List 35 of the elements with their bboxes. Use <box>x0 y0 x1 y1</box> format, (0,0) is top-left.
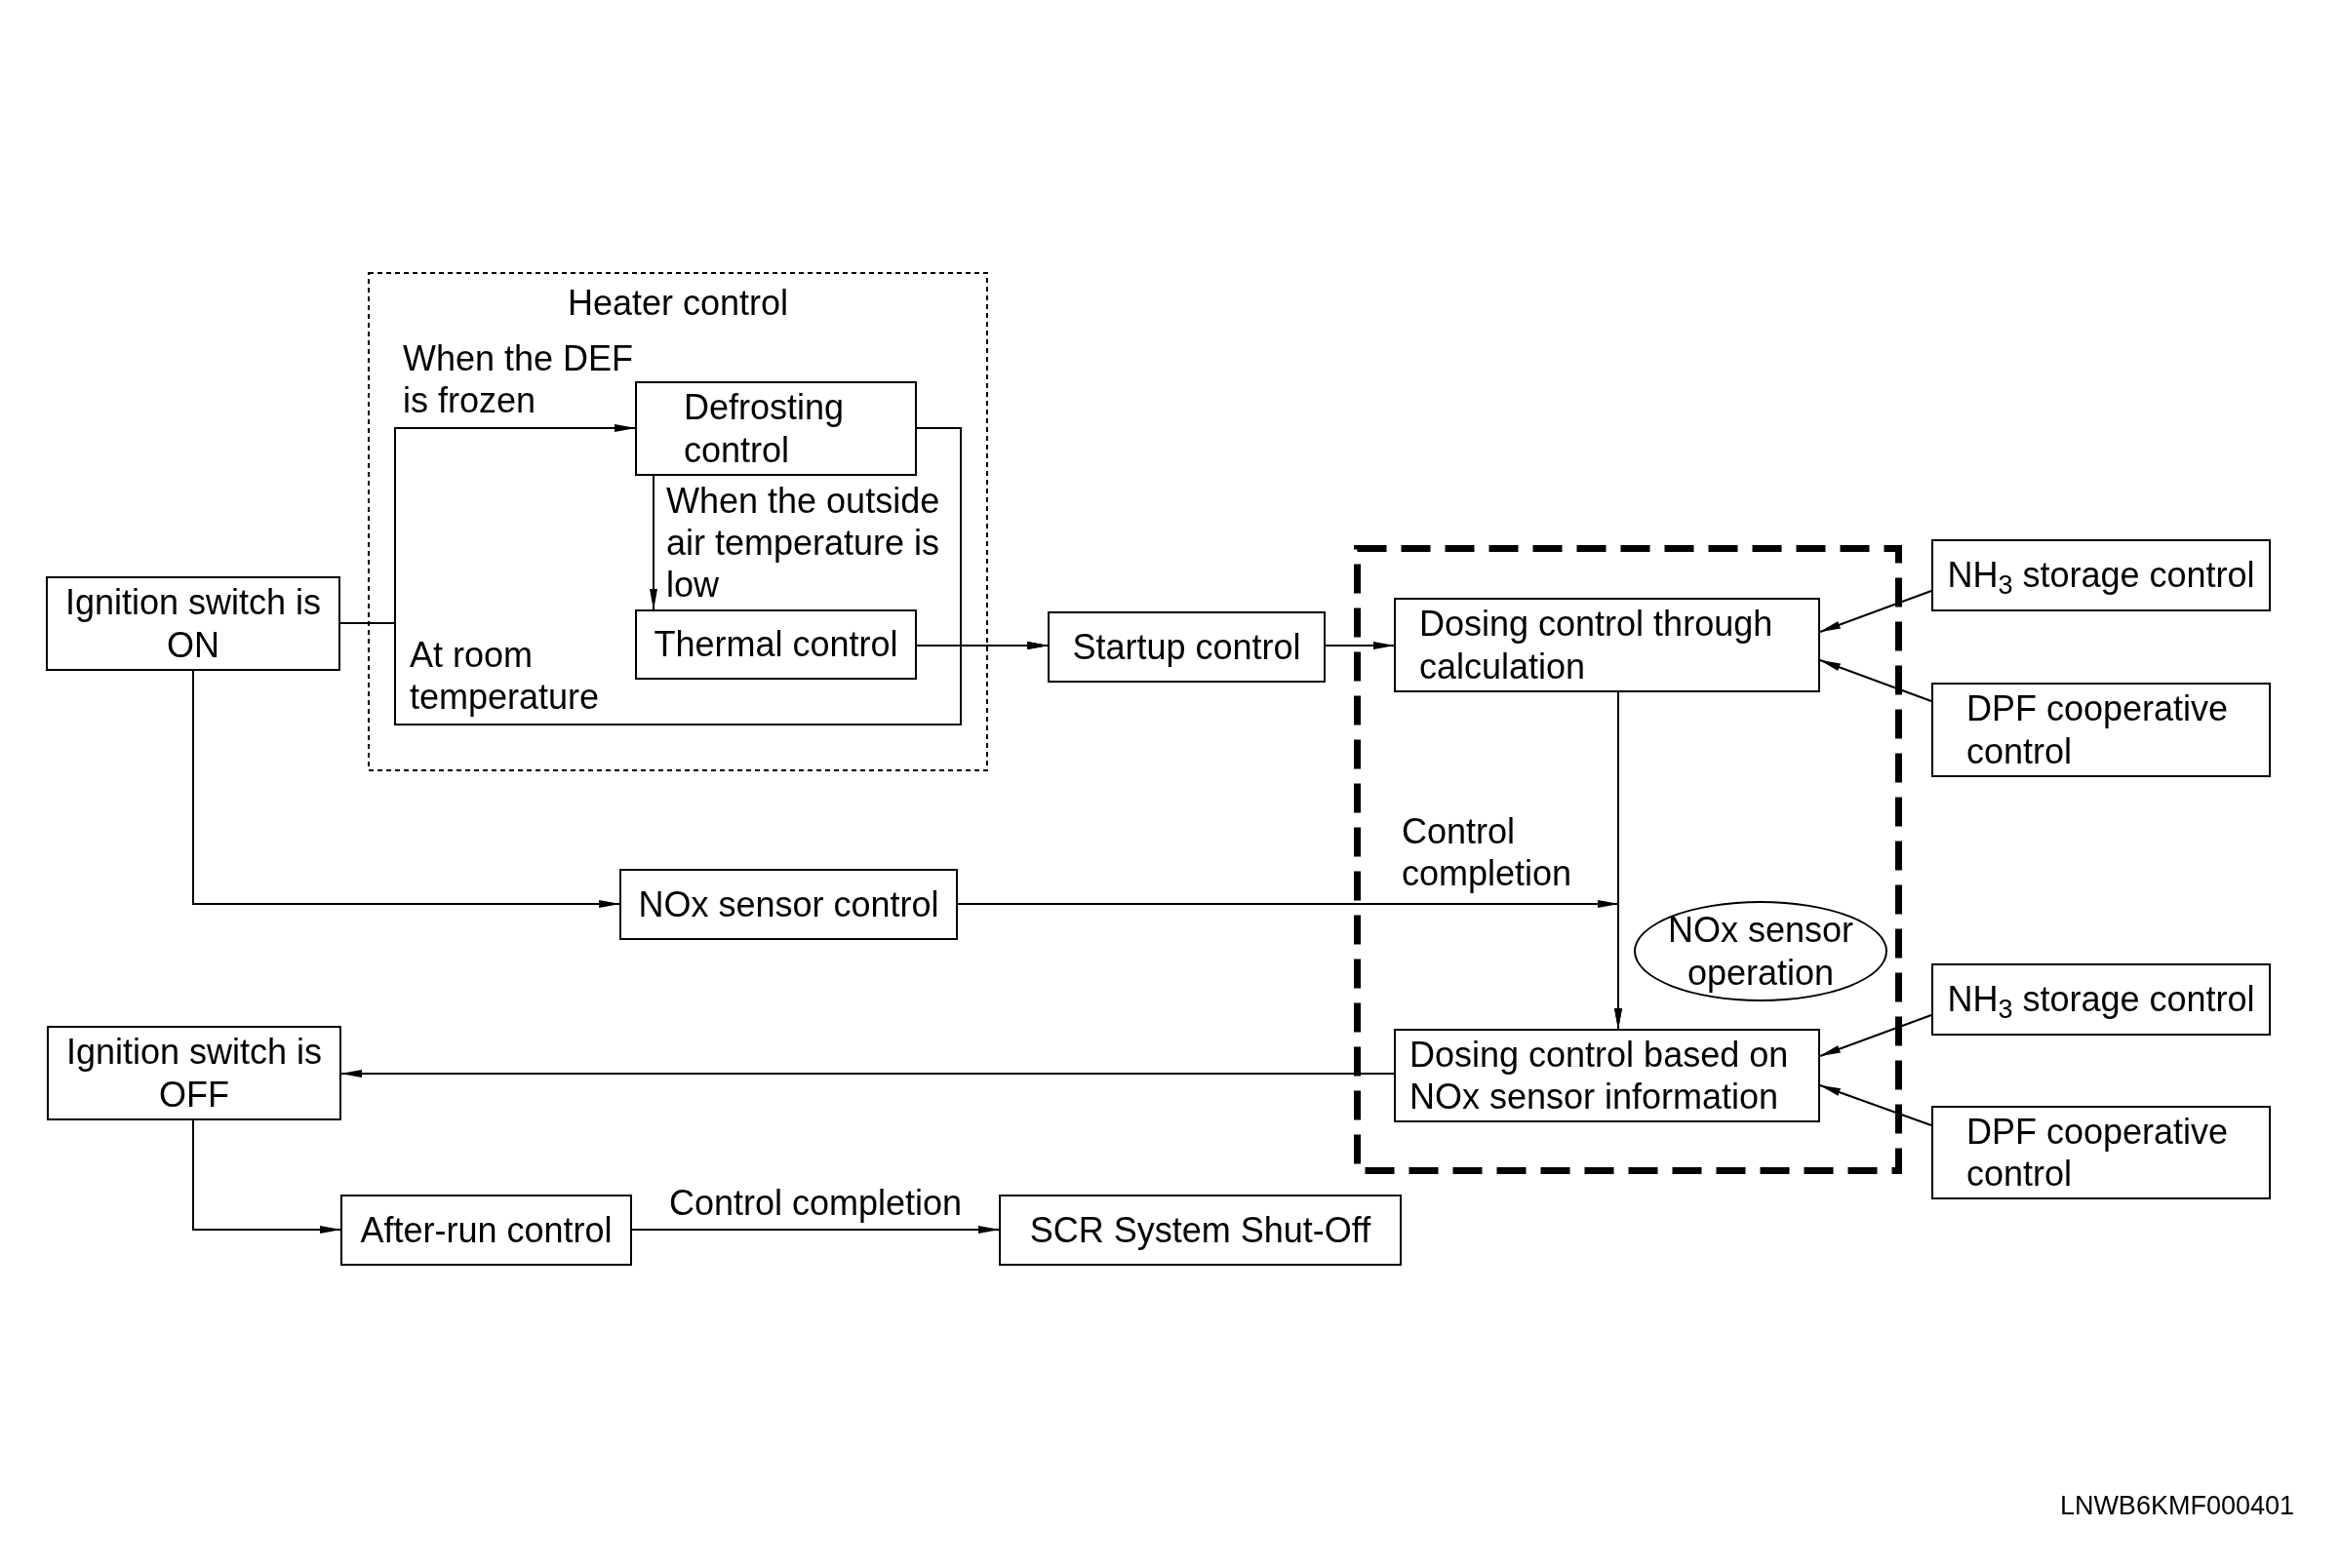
arrow <box>1819 590 1932 633</box>
arrow <box>1819 1084 1932 1126</box>
edge-label: At room temperature <box>410 634 601 719</box>
arrow <box>1819 659 1932 702</box>
arrow <box>650 475 657 610</box>
process-box: DPF cooperative control <box>1931 683 2271 777</box>
edge-label: When the outside air temperature is low <box>666 480 941 607</box>
dashed-frame <box>1354 545 1902 1174</box>
process-box: Startup control <box>1048 611 1326 683</box>
edge-label: Control completion <box>668 1182 963 1225</box>
process-box: NH$_{3}$ storage control <box>1931 539 2271 611</box>
group-title: Heater control <box>567 282 789 325</box>
process-box: Thermal control <box>635 609 917 680</box>
process-box: Defrosting control <box>635 381 917 476</box>
process-box: After-run control <box>340 1195 632 1266</box>
process-box: NH$_{3}$ storage control <box>1931 963 2271 1036</box>
process-box: SCR System Shut-Off <box>999 1195 1402 1266</box>
process-box: NOx sensor control <box>619 869 958 940</box>
edge-label: Control completion <box>1402 810 1573 895</box>
arrow <box>631 1226 1000 1234</box>
process-box: Dosing control through calculation <box>1394 598 1820 692</box>
arrow <box>340 1070 1395 1078</box>
process-box: DPF cooperative control <box>1931 1106 2271 1199</box>
edge-label: When the DEF is frozen <box>403 337 635 422</box>
arrow <box>1325 642 1395 649</box>
figure-code: LNWB6KMF000401 <box>2059 1490 2294 1522</box>
state-ellipse: NOx sensor operation <box>1634 901 1887 1001</box>
dotted-frame <box>368 272 988 771</box>
arrow <box>916 642 1049 649</box>
arrow <box>192 670 620 908</box>
process-box: Ignition switch is ON <box>46 576 340 671</box>
arrow <box>192 1119 341 1234</box>
process-box: Ignition switch is OFF <box>47 1026 341 1120</box>
process-box: Dosing control based on NOx sensor information <box>1394 1029 1820 1122</box>
arrow <box>1819 1014 1932 1057</box>
